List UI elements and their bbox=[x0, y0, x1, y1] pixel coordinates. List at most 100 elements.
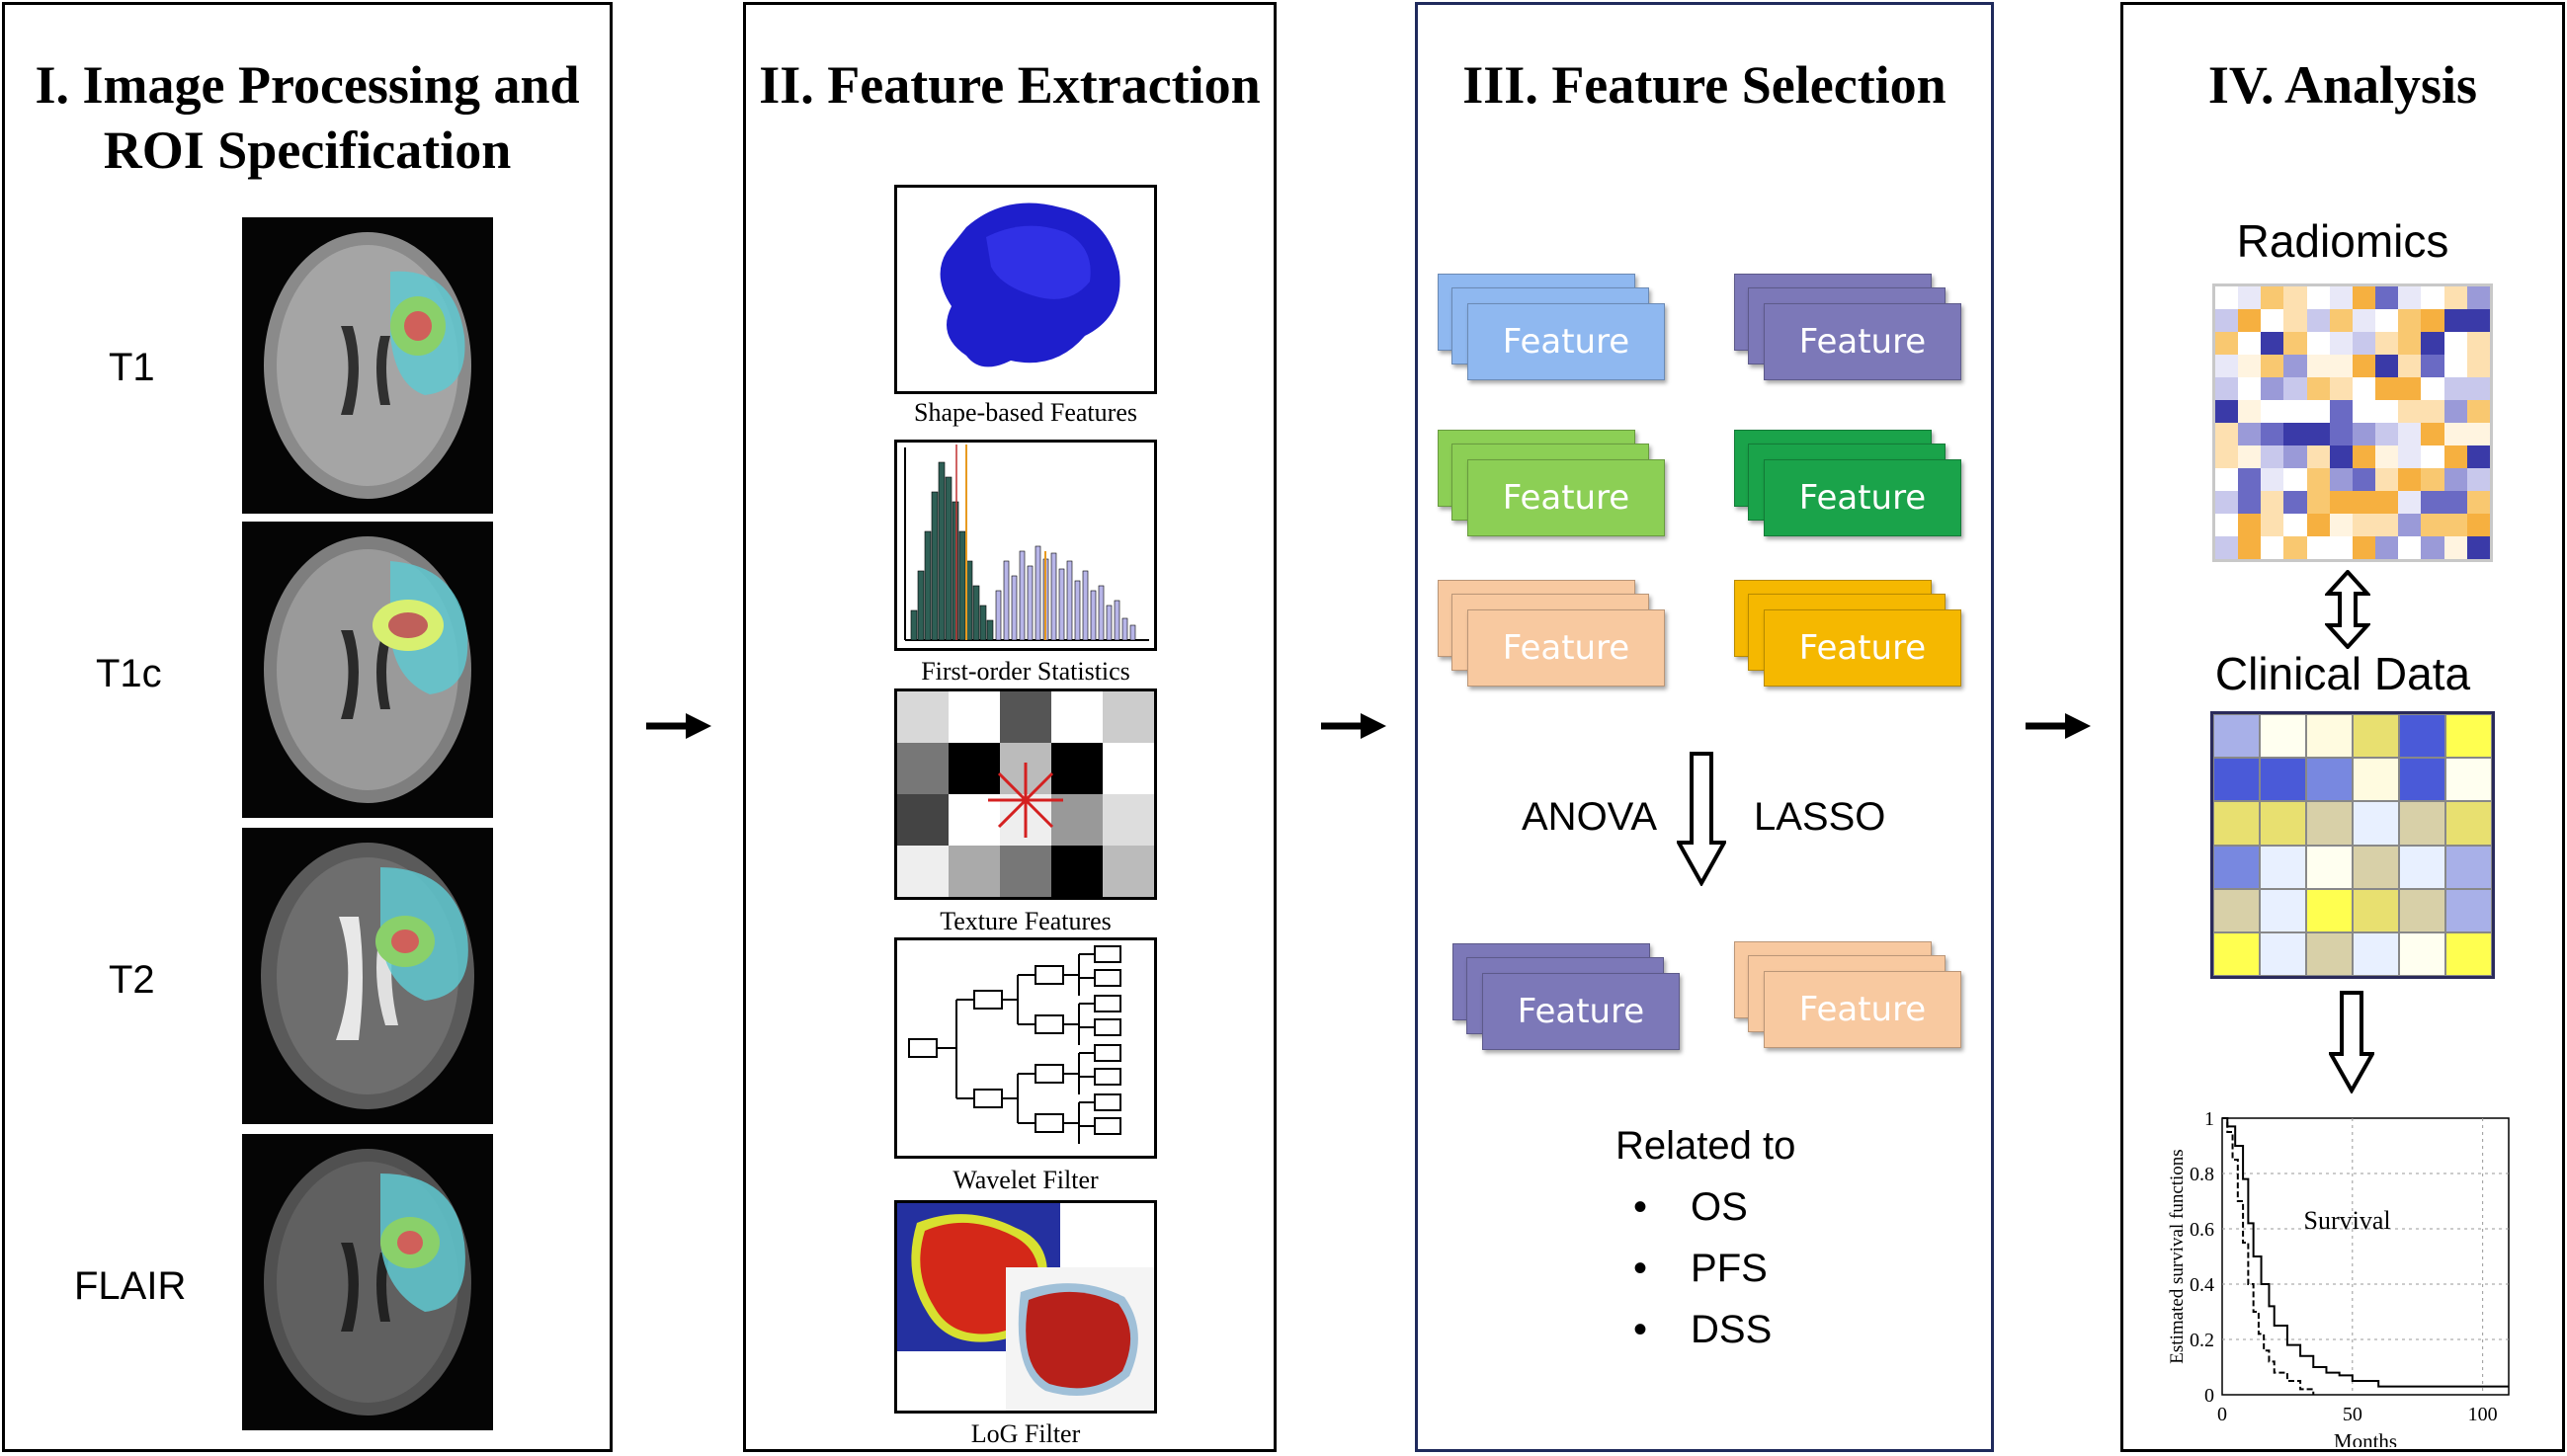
heatmap-cell bbox=[2215, 468, 2239, 491]
feature-stack-gold: Feature bbox=[1734, 580, 1971, 698]
y-tick-label: 0.8 bbox=[2190, 1164, 2214, 1185]
heatmap-cell bbox=[2329, 309, 2353, 332]
heatmap-cell bbox=[2352, 286, 2376, 309]
heatmap-cell bbox=[2283, 400, 2307, 423]
y-tick-label: 0 bbox=[2204, 1385, 2214, 1407]
x-tick-label: 100 bbox=[2468, 1404, 2498, 1425]
heatmap-cell bbox=[2399, 801, 2445, 846]
heatmap-cell bbox=[2443, 514, 2467, 536]
heatmap-cell bbox=[2399, 758, 2445, 802]
heatmap-cell bbox=[2353, 845, 2399, 889]
heatmap-cell bbox=[2375, 400, 2399, 423]
survival-annotation: Survival bbox=[2303, 1206, 2390, 1235]
heatmap-cell bbox=[2306, 536, 2330, 559]
heatmap-cell bbox=[2329, 536, 2353, 559]
sequence-label-t1c: T1c bbox=[96, 652, 162, 695]
heatmap-cell bbox=[2329, 491, 2353, 514]
heatmap-cell bbox=[2213, 888, 2260, 932]
heatmap-cell bbox=[2329, 286, 2353, 309]
heatmap-cell bbox=[2261, 536, 2284, 559]
heatmap-cell bbox=[2466, 309, 2490, 332]
x-tick-label: 50 bbox=[2343, 1404, 2362, 1425]
related-item-label: PFS bbox=[1691, 1247, 1768, 1290]
heatmap-cell bbox=[2375, 514, 2399, 536]
heatmap-cell bbox=[2329, 468, 2353, 491]
heatmap-cell bbox=[2238, 468, 2262, 491]
heatmap-cell bbox=[2352, 355, 2376, 377]
mri-t2-image bbox=[242, 828, 493, 1124]
heatmap-cell bbox=[2352, 468, 2376, 491]
mri-t1c-image bbox=[242, 522, 493, 818]
heatmap-cell bbox=[2283, 423, 2307, 445]
heatmap-cell bbox=[2443, 445, 2467, 468]
bullet-icon: • bbox=[1633, 1185, 1648, 1229]
bullet-icon: • bbox=[1633, 1308, 1648, 1351]
heatmap-cell bbox=[2238, 309, 2262, 332]
heatmap-cell bbox=[2466, 491, 2490, 514]
caption-texture-features: Texture Features bbox=[940, 907, 1112, 935]
flow-arrow-1 bbox=[646, 713, 711, 739]
heatmap-cell bbox=[2443, 468, 2467, 491]
y-tick-label: 0.6 bbox=[2190, 1219, 2214, 1241]
panel-image-processing: I. Image Processing and ROI Specificatio… bbox=[2, 2, 613, 1452]
heatmap-cell bbox=[2261, 400, 2284, 423]
heatmap-cell bbox=[2260, 931, 2306, 976]
feature-label: Feature bbox=[1798, 990, 1927, 1029]
heatmap-cell bbox=[2329, 332, 2353, 355]
heatmap-cell bbox=[2421, 514, 2444, 536]
heatmap-cell bbox=[2421, 400, 2444, 423]
feature-stack-peach: Feature bbox=[1438, 580, 1675, 698]
clinical-data-label: Clinical Data bbox=[2214, 648, 2471, 699]
heatmap-cell bbox=[2306, 423, 2330, 445]
feature-card-front: Feature bbox=[1764, 459, 1961, 536]
feature-label: Feature bbox=[1502, 478, 1630, 518]
heatmap-cell bbox=[2238, 491, 2262, 514]
heatmap-cell bbox=[2329, 400, 2353, 423]
feature-card-front: Feature bbox=[1467, 609, 1665, 687]
heatmap-cell bbox=[2375, 468, 2399, 491]
heatmap-cell bbox=[2398, 536, 2422, 559]
panel3-title: III. Feature Selection bbox=[1462, 55, 1946, 115]
heatmap-cell bbox=[2375, 286, 2399, 309]
method-anova: ANOVA bbox=[1522, 795, 1658, 839]
heatmap-cell bbox=[2375, 332, 2399, 355]
heatmap-cell bbox=[2329, 514, 2353, 536]
heatmap-cell bbox=[2352, 332, 2376, 355]
heatmap-cell bbox=[2306, 377, 2330, 400]
heatmap-cell bbox=[2238, 377, 2262, 400]
flow-arrow-2 bbox=[1321, 713, 1386, 739]
heatmap-cell bbox=[2260, 758, 2306, 802]
sequence-label-t2: T2 bbox=[109, 958, 155, 1002]
heatmap-cell bbox=[2353, 888, 2399, 932]
heatmap-cell bbox=[2260, 888, 2306, 932]
heatmap-cell bbox=[2398, 286, 2422, 309]
caption-shape-features: Shape-based Features bbox=[914, 398, 1137, 427]
heatmap-cell bbox=[2260, 714, 2306, 759]
heatmap-cell bbox=[2421, 332, 2444, 355]
panel4-title: IV. Analysis bbox=[2207, 55, 2478, 115]
heatmap-cell bbox=[2466, 423, 2490, 445]
heatmap-cell bbox=[2399, 845, 2445, 889]
heatmap-cell bbox=[2261, 445, 2284, 468]
related-to-heading: Related to bbox=[1615, 1124, 1796, 1168]
heatmap-cell bbox=[2421, 355, 2444, 377]
heatmap-cell bbox=[2238, 355, 2262, 377]
heatmap-cell bbox=[2443, 309, 2467, 332]
heatmap-cell bbox=[2443, 423, 2467, 445]
heatmap-cell bbox=[2283, 332, 2307, 355]
heatmap-cell bbox=[2306, 801, 2353, 846]
related-item-label: OS bbox=[1691, 1185, 1748, 1229]
heatmap-cell bbox=[2353, 801, 2399, 846]
method-lasso: LASSO bbox=[1754, 795, 1886, 839]
heatmap-cell bbox=[2261, 332, 2284, 355]
mri-flair-image bbox=[242, 1134, 493, 1430]
heatmap-cell bbox=[2352, 400, 2376, 423]
feature-stack-dark-green: Feature bbox=[1734, 430, 1971, 548]
heatmap-cell bbox=[2238, 445, 2262, 468]
mri-t1-image bbox=[242, 217, 493, 514]
heatmap-cell bbox=[2466, 332, 2490, 355]
heatmap-cell bbox=[2238, 400, 2262, 423]
feature-stack-light-green: Feature bbox=[1438, 430, 1675, 548]
heatmap-cell bbox=[2306, 400, 2330, 423]
heatmap-cell bbox=[2421, 491, 2444, 514]
